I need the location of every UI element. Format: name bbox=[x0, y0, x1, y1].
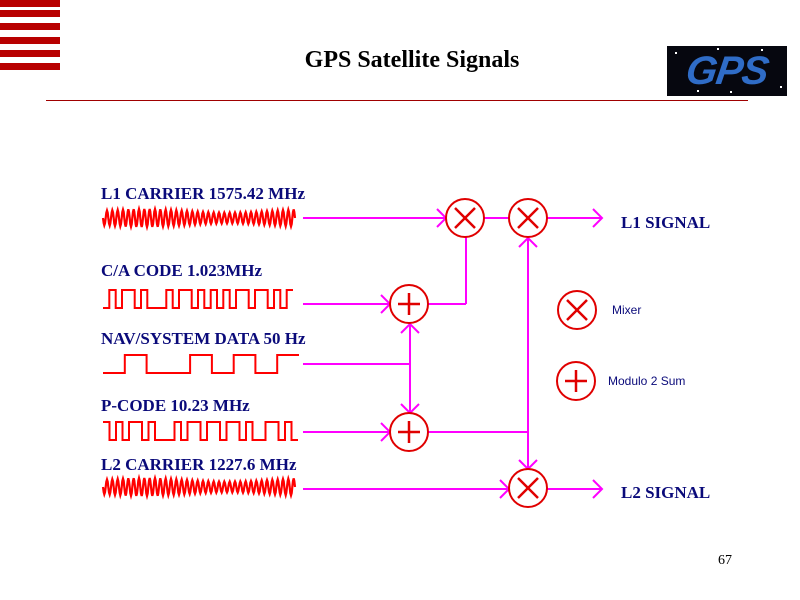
legend-modulo-sum-label: Modulo 2 Sum bbox=[608, 374, 686, 388]
mixer-l1-output bbox=[508, 198, 548, 238]
arrowhead bbox=[592, 208, 604, 228]
waveform-l2-carrier bbox=[101, 473, 297, 501]
stripe bbox=[0, 10, 60, 17]
mixer-l2-output bbox=[508, 468, 548, 508]
stripe bbox=[0, 63, 60, 70]
mixer-cross bbox=[454, 207, 476, 229]
label-l1-carrier: L1 CARRIER 1575.42 MHz bbox=[101, 184, 305, 203]
label-ca-code: C/A CODE 1.023MHz bbox=[101, 261, 263, 280]
title-divider bbox=[46, 100, 748, 101]
label-l1-signal: L1 SIGNAL bbox=[621, 213, 711, 232]
modulo-sum-ca bbox=[389, 284, 429, 324]
label-nav-data: NAV/SYSTEM DATA 50 Hz bbox=[101, 329, 306, 348]
waveform-l1-carrier bbox=[101, 204, 297, 232]
waveform-p-code bbox=[103, 421, 298, 441]
modulo-sum-p bbox=[389, 412, 429, 452]
page-number: 67 bbox=[718, 553, 732, 568]
legend-mixer-icon bbox=[557, 290, 597, 330]
stripe bbox=[0, 37, 60, 44]
stripe bbox=[0, 23, 60, 30]
header-stripes bbox=[0, 0, 60, 70]
mixer-cross bbox=[517, 477, 539, 499]
label-p-code: P-CODE 10.23 MHz bbox=[101, 396, 250, 415]
mixer-l1-carrier bbox=[445, 198, 485, 238]
stripe bbox=[0, 0, 60, 7]
label-l2-carrier: L2 CARRIER 1227.6 MHz bbox=[101, 455, 297, 474]
legend-mixer-label: Mixer bbox=[612, 303, 642, 317]
label-l2-signal: L2 SIGNAL bbox=[621, 483, 711, 502]
waveform-ca-code bbox=[103, 289, 293, 309]
mixer-cross bbox=[566, 299, 588, 321]
stripe bbox=[0, 50, 60, 57]
legend-modulo-sum-icon bbox=[556, 361, 596, 401]
mixer-cross bbox=[517, 207, 539, 229]
arrowhead bbox=[400, 322, 420, 334]
slide-title: GPS Satellite Signals bbox=[304, 47, 520, 73]
waveform-nav-data bbox=[103, 354, 299, 374]
arrowhead bbox=[592, 479, 604, 499]
gps-logo: GPS bbox=[667, 46, 787, 96]
